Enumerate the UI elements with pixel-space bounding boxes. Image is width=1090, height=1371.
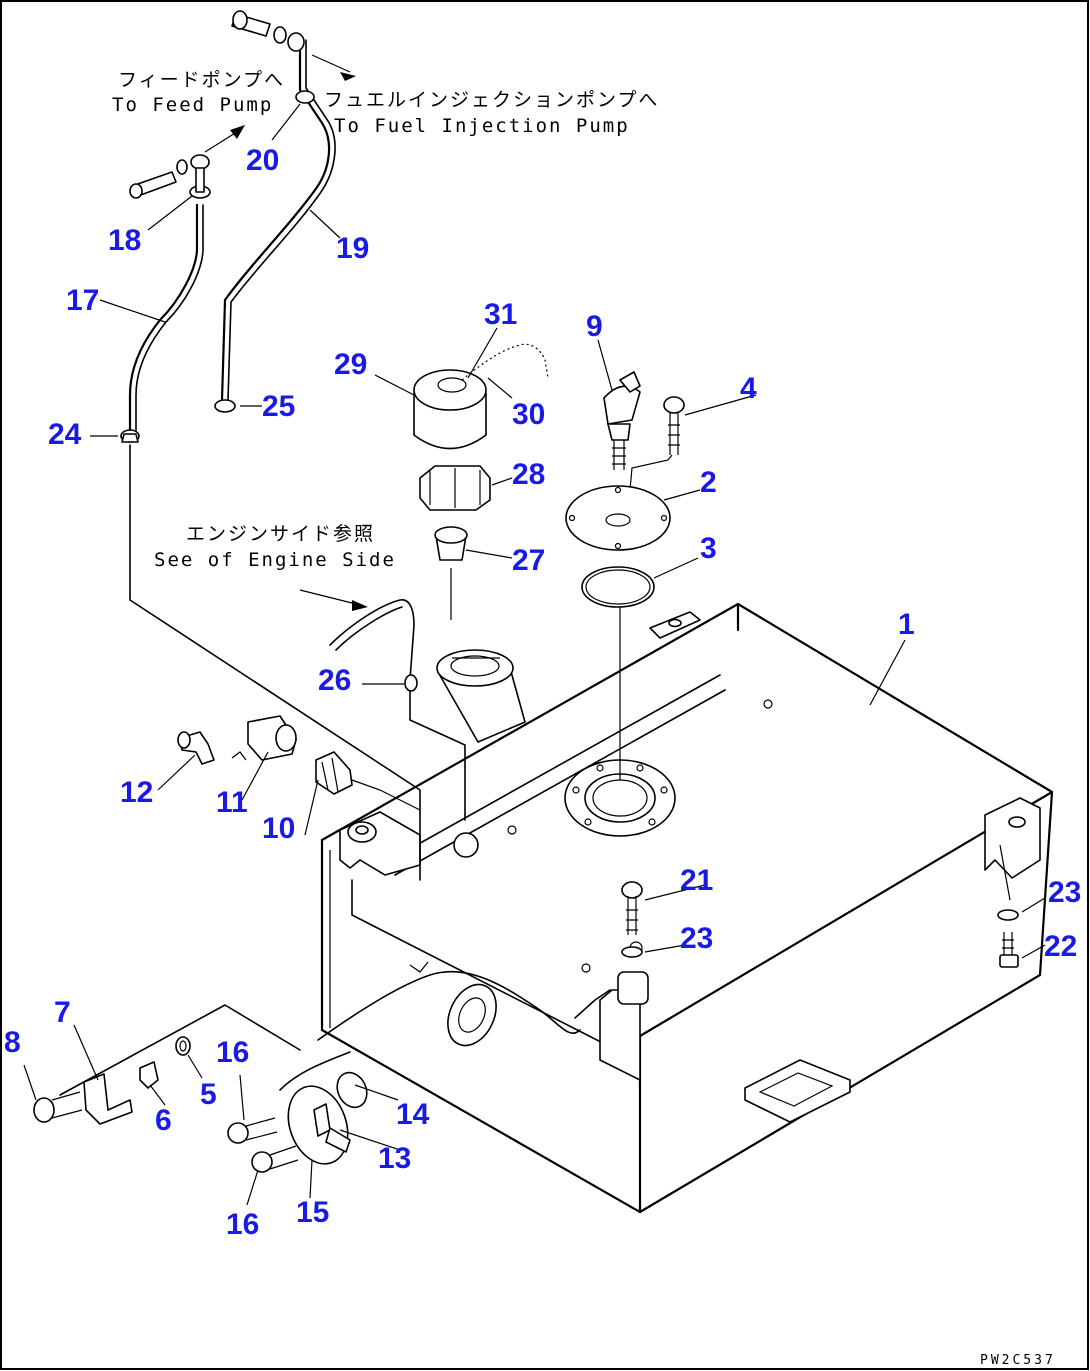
callout-5: 5	[200, 1078, 217, 1111]
callout-17: 17	[66, 284, 99, 317]
callout-30: 30	[512, 398, 545, 431]
callout-25: 25	[262, 390, 295, 423]
drain-port	[447, 983, 497, 1047]
callout-3: 3	[700, 532, 717, 565]
callout-31: 31	[484, 298, 517, 331]
fuel-tank	[317, 602, 1054, 1214]
gauge-sender-fittings	[177, 715, 421, 811]
left-mount-bracket	[339, 811, 421, 876]
drain-parts	[33, 1004, 368, 1173]
callout-24: 24	[48, 418, 82, 451]
callout-7: 7	[54, 996, 71, 1029]
injection-pump-note-jp: フュエルインジェクションポンプへ	[324, 89, 659, 111]
feed-pump-note-en: To Feed Pump	[112, 94, 273, 116]
engine-side-harness	[299, 589, 479, 858]
callout-22: 22	[1044, 930, 1077, 963]
engine-side-note-jp: エンジンサイド参照	[186, 523, 375, 545]
annotations: フィードポンプへ To Feed Pump フュエルインジェクションポンプへ T…	[112, 69, 1056, 1368]
callout-1: 1	[898, 608, 915, 641]
callout-13: 13	[378, 1142, 411, 1175]
callout-8: 8	[4, 1026, 21, 1059]
leader-lines	[23, 103, 1046, 1206]
callout-9: 9	[586, 310, 603, 343]
callout-26: 26	[318, 664, 351, 697]
callout-2: 2	[700, 466, 717, 499]
callout-27: 27	[512, 544, 545, 577]
callout-15: 15	[296, 1196, 329, 1229]
fuel-gauge-assembly	[565, 371, 685, 780]
callout-4: 4	[740, 372, 757, 405]
engine-side-note-en: See of Engine Side	[154, 549, 396, 571]
filler-neck	[436, 649, 526, 743]
callout-16-lower: 16	[226, 1208, 259, 1241]
mount-bolts	[621, 881, 1019, 968]
callout-14: 14	[396, 1098, 430, 1131]
callout-23-center: 23	[680, 922, 713, 955]
callout-19: 19	[336, 232, 369, 265]
right-mount-bracket	[984, 797, 1041, 879]
filler-cap-assembly	[413, 343, 549, 620]
callout-10: 10	[262, 812, 295, 845]
callout-16-upper: 16	[216, 1036, 249, 1069]
callout-29: 29	[334, 348, 367, 381]
callout-21: 21	[680, 864, 713, 897]
callout-28: 28	[512, 458, 545, 491]
callout-12: 12	[120, 776, 153, 809]
callout-11: 11	[216, 786, 248, 819]
injection-pump-pipe	[214, 10, 356, 413]
callout-23-right: 23	[1048, 876, 1081, 909]
injection-pump-note-en: To Fuel Injection Pump	[334, 115, 630, 137]
feed-pump-pipe	[120, 125, 421, 881]
callout-20: 20	[246, 144, 279, 177]
callouts: 1 2 3 4 5 6 7 8 9 10 11 12 13 14 15 16 1…	[4, 144, 1081, 1241]
step-plate	[744, 1059, 851, 1123]
drawing-code: PW2C537	[980, 1353, 1056, 1368]
feed-pump-note-jp: フィードポンプへ	[118, 69, 285, 91]
callout-6: 6	[155, 1104, 172, 1137]
callout-18: 18	[108, 224, 141, 257]
